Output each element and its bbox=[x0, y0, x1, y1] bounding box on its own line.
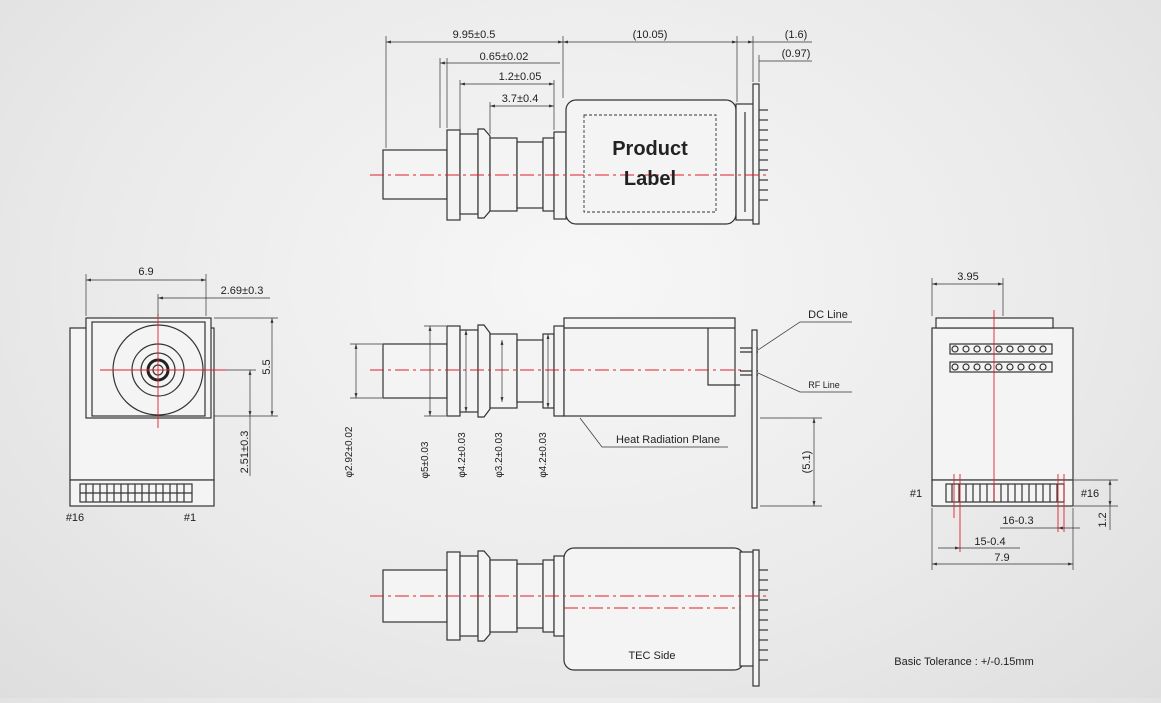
side-view: DC Line RF Line Heat Radiation Plane (5.… bbox=[344, 309, 852, 509]
front-pins bbox=[80, 484, 192, 502]
dim-center: 2.51±0.3 bbox=[239, 431, 251, 474]
dc-line-label: DC Line bbox=[808, 309, 848, 321]
dim-height: 5.5 bbox=[261, 359, 273, 374]
dim-diameter-1: φ2.92±0.02 bbox=[344, 426, 355, 477]
dim-overall: 9.95±0.5 bbox=[453, 29, 496, 41]
front-view: 6.9 2.69±0.3 5.5 2.51±0.3 #16 #1 bbox=[66, 266, 278, 524]
tec-side-label: TEC Side bbox=[628, 650, 675, 662]
dim-diameter-4: φ3.2±0.03 bbox=[494, 432, 505, 478]
dim-diameter-2: φ5±0.03 bbox=[420, 441, 431, 478]
dim-pitch-16: 16-0.3 bbox=[1002, 515, 1033, 527]
rear-pin-16-label: #16 bbox=[1081, 488, 1099, 500]
dim-offset: 2.69±0.3 bbox=[221, 285, 264, 297]
product-label-line2: Label bbox=[624, 168, 676, 190]
top-pins bbox=[744, 109, 768, 212]
pin-1-label: #1 bbox=[184, 512, 196, 524]
dim-pitch-15: 15-0.4 bbox=[974, 536, 1005, 548]
rear-pins bbox=[951, 484, 1058, 502]
dim-rear-width: 7.9 bbox=[994, 552, 1009, 564]
dim-neck: 3.7±0.4 bbox=[502, 93, 539, 105]
dim-rear-top: 3.95 bbox=[957, 271, 978, 283]
pin-16-label: #16 bbox=[66, 512, 84, 524]
dim-pin-b: (0.97) bbox=[782, 48, 811, 60]
product-label-line1: Product bbox=[612, 138, 688, 160]
rear-view: 3.95 #1 #16 16-0.3 15-0.4 7.9 1.2 bbox=[910, 271, 1118, 570]
rear-pin-rows bbox=[949, 343, 1053, 373]
tolerance-note: Basic Tolerance : +/-0.15mm bbox=[894, 656, 1034, 668]
dim-pin-len: (5.1) bbox=[801, 451, 813, 474]
rear-pin-1-label: #1 bbox=[910, 488, 922, 500]
dim-step: 1.2±0.05 bbox=[499, 71, 542, 83]
rf-line-label: RF Line bbox=[808, 380, 840, 390]
bottom-pins bbox=[759, 569, 768, 661]
dim-pin-height: 1.2 bbox=[1097, 512, 1109, 527]
heat-plane-label: Heat Radiation Plane bbox=[616, 434, 720, 446]
dim-body: (10.05) bbox=[633, 29, 668, 41]
dim-diameter-5: φ4.2±0.03 bbox=[538, 432, 549, 478]
top-view: 9.95±0.5 (10.05) (1.6) (0.97) 0.65±0.02 … bbox=[370, 29, 812, 225]
bottom-view: TEC Side bbox=[370, 547, 770, 687]
dim-pin-a: (1.6) bbox=[785, 29, 808, 41]
dim-diameter-3: φ4.2±0.03 bbox=[457, 432, 468, 478]
dim-width: 6.9 bbox=[138, 266, 153, 278]
dim-flange: 0.65±0.02 bbox=[480, 51, 529, 63]
